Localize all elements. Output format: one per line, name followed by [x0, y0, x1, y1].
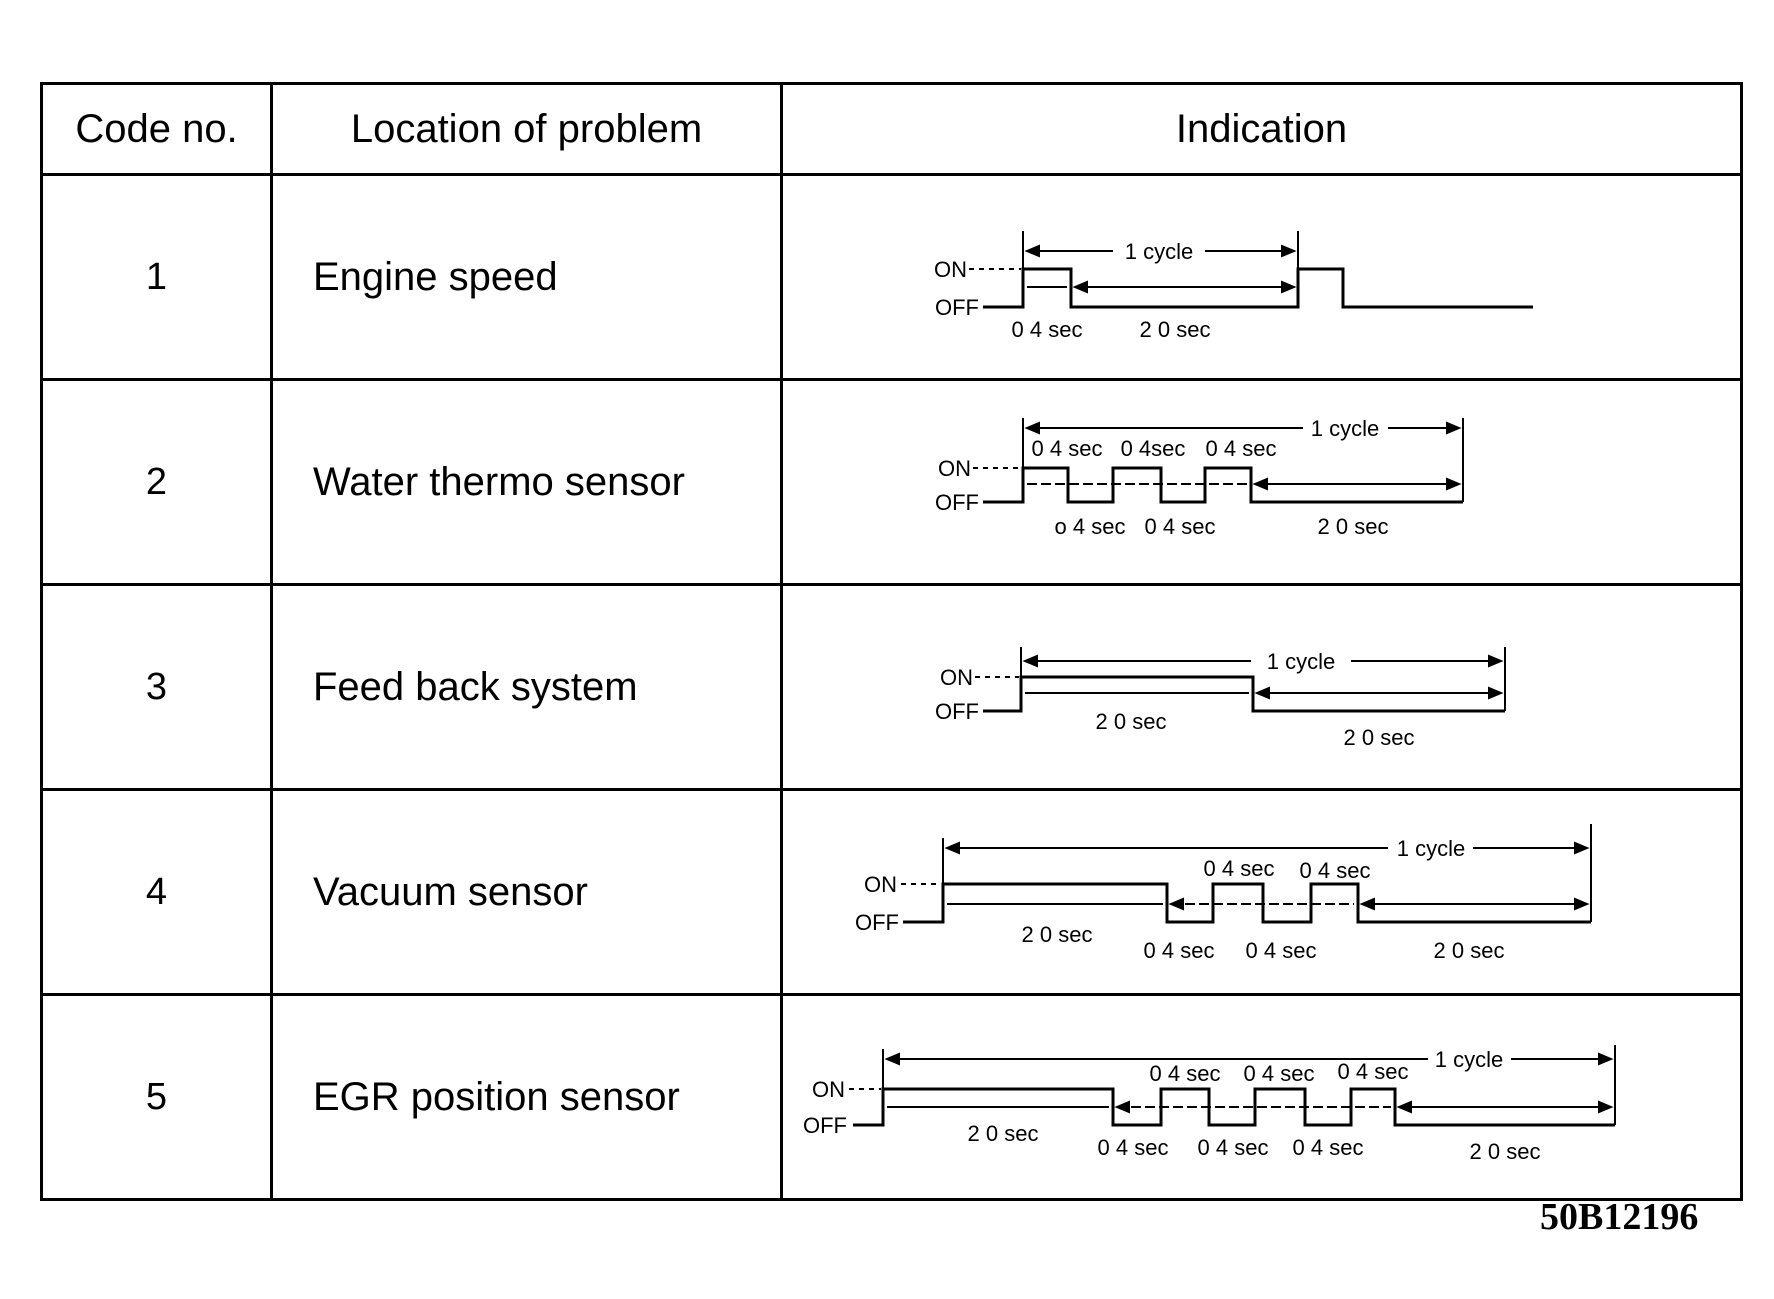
arrowhead	[1598, 1100, 1614, 1114]
arrowhead	[1488, 654, 1504, 668]
problem-location: Vacuum sensor	[270, 788, 783, 996]
off-duration-label: 0 4 sec	[1098, 1135, 1169, 1160]
off-label: OFF	[855, 910, 899, 935]
code-number: 2	[40, 378, 273, 586]
cycle-label: 1 cycle	[1311, 416, 1379, 441]
off-label: OFF	[803, 1113, 847, 1138]
on-duration-label: 0 4 sec	[1244, 1061, 1315, 1086]
arrowhead	[944, 841, 960, 855]
problem-location: EGR position sensor	[270, 993, 783, 1201]
table-row: 5 EGR position sensor	[40, 993, 1743, 1201]
waveform-line	[983, 675, 1505, 713]
on-duration-label: 0 4 sec	[1300, 858, 1371, 883]
table-row: 4 Vacuum sensor	[40, 788, 1743, 996]
waveform-line	[983, 466, 1463, 504]
on-duration-label: 2 0 sec	[1022, 922, 1093, 947]
off-label: OFF	[935, 490, 979, 515]
on-duration-label: 2 0 sec	[968, 1121, 1039, 1146]
arrowhead	[1114, 1100, 1130, 1114]
trouble-code-table: Code no. Location of problem Indication …	[40, 82, 1743, 1201]
arrowhead	[884, 1052, 900, 1066]
cycle-label: 1 cycle	[1267, 649, 1335, 674]
waveform-line	[903, 882, 1591, 924]
on-duration-label: 0 4 sec	[1338, 1059, 1409, 1084]
arrowhead	[1446, 421, 1462, 435]
arrowhead	[1022, 654, 1038, 668]
off-duration-label: 2 0 sec	[1140, 317, 1211, 342]
arrowhead	[1281, 244, 1297, 258]
waveform-line	[983, 267, 1533, 309]
off-duration-label: 2 0 sec	[1344, 725, 1415, 750]
pulse-waveform-diagram: ON OFF 1 cycle 2 0 sec 0 4 sec 0 4 sec 0…	[803, 1045, 1616, 1164]
code-number: 3	[40, 583, 273, 791]
code-number: 4	[40, 788, 273, 996]
on-duration-label: 0 4 sec	[1012, 317, 1083, 342]
cycle-label: 1 cycle	[1435, 1047, 1503, 1072]
arrowhead	[1281, 280, 1297, 294]
on-label: ON	[864, 872, 897, 897]
off-duration-label: 0 4 sec	[1145, 514, 1216, 539]
off-label: OFF	[935, 295, 979, 320]
problem-location: Engine speed	[270, 173, 783, 381]
arrowhead	[1488, 686, 1504, 700]
indication-cell: ON OFF 1 cycle 2 0 sec 2 0 sec	[780, 583, 1743, 791]
table-row: 2 Water thermo sensor	[40, 378, 1743, 586]
arrowhead	[1024, 421, 1040, 435]
arrowhead	[1024, 244, 1040, 258]
problem-location: Feed back system	[270, 583, 783, 791]
table-row: 1 Engine speed	[40, 173, 1743, 381]
on-duration-label: 0 4 sec	[1206, 436, 1277, 461]
off-label: OFF	[935, 699, 979, 724]
on-label: ON	[938, 456, 971, 481]
indication-cell: ON OFF 1 cycle 2 0 sec 0 4 sec 0 4 sec 0…	[780, 993, 1743, 1201]
indication-cell: ON OFF 1 cycle 0 4 sec 0 4sec 0 4 sec o …	[780, 378, 1743, 586]
cycle-label: 1 cycle	[1125, 239, 1193, 264]
arrowhead	[1598, 1052, 1614, 1066]
pulse-waveform-diagram: ON OFF 1 cycle 2 0 sec 0 4 sec 0 4 sec 0…	[855, 824, 1592, 963]
code-number: 1	[40, 173, 273, 381]
off-duration-label: 0 4 sec	[1293, 1135, 1364, 1160]
arrowhead	[1446, 477, 1462, 491]
figure-id: 50B12196	[1540, 1196, 1699, 1238]
off-duration-label: 0 4 sec	[1144, 938, 1215, 963]
waveform-line	[853, 1087, 1615, 1127]
on-label: ON	[934, 257, 967, 282]
arrowhead	[1252, 477, 1268, 491]
off-duration-label: 2 0 sec	[1470, 1139, 1541, 1164]
header-code-no: Code no.	[40, 82, 273, 176]
off-duration-label: 2 0 sec	[1434, 938, 1505, 963]
arrowhead	[1254, 686, 1270, 700]
indication-cell: ON OFF 1 cycle 0 4 sec 2 0 sec	[780, 173, 1743, 381]
on-duration-label: 0 4 sec	[1204, 856, 1275, 881]
on-duration-label: 2 0 sec	[1096, 709, 1167, 734]
problem-location: Water thermo sensor	[270, 378, 783, 586]
arrowhead	[1168, 897, 1184, 911]
header-location: Location of problem	[270, 82, 783, 176]
pulse-waveform-diagram: ON OFF 1 cycle 2 0 sec 2 0 sec	[935, 647, 1506, 750]
header-row: Code no. Location of problem Indication	[40, 82, 1743, 176]
off-duration-label: o 4 sec	[1055, 514, 1126, 539]
pulse-waveform-diagram: ON OFF 1 cycle 0 4 sec 0 4sec 0 4 sec o …	[935, 416, 1464, 539]
on-duration-label: 0 4sec	[1121, 436, 1186, 461]
arrowhead	[1574, 841, 1590, 855]
indication-cell: ON OFF 1 cycle 2 0 sec 0 4 sec 0 4 sec 0…	[780, 788, 1743, 996]
cycle-label: 1 cycle	[1397, 836, 1465, 861]
on-duration-label: 0 4 sec	[1032, 436, 1103, 461]
table-row: 3 Feed back system	[40, 583, 1743, 791]
arrowhead	[1574, 897, 1590, 911]
pulse-waveform-diagram: ON OFF 1 cycle 0 4 sec 2 0 sec	[934, 231, 1533, 342]
on-duration-label: 0 4 sec	[1150, 1061, 1221, 1086]
off-duration-label: 0 4 sec	[1198, 1135, 1269, 1160]
header-indication: Indication	[780, 82, 1743, 176]
on-label: ON	[940, 665, 973, 690]
code-number: 5	[40, 993, 273, 1201]
on-label: ON	[812, 1077, 845, 1102]
arrowhead	[1396, 1100, 1412, 1114]
off-duration-label: 0 4 sec	[1246, 938, 1317, 963]
off-duration-label: 2 0 sec	[1318, 514, 1389, 539]
arrowhead	[1359, 897, 1375, 911]
arrowhead	[1072, 280, 1088, 294]
